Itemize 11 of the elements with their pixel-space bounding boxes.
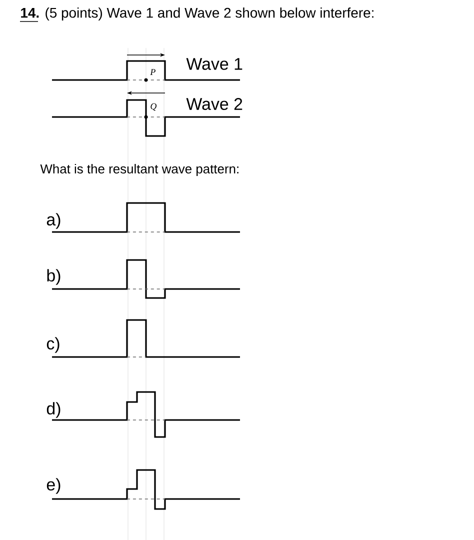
option-label: a): [46, 213, 60, 229]
point-label: P: [150, 69, 156, 75]
point-label: Q: [150, 103, 156, 111]
wave-label: Wave 2: [186, 98, 242, 110]
option-label: d): [46, 402, 60, 418]
wave-label: Wave 1: [186, 58, 242, 70]
option-label: e): [46, 478, 60, 494]
option-label: b): [47, 269, 60, 285]
question-heading: 14. (5 points) Wave 1 and Wave 2 shown below interfere:: [21, 8, 374, 20]
option-label: c): [46, 337, 60, 353]
question-text: What is the resultant wave pattern:: [40, 164, 238, 176]
